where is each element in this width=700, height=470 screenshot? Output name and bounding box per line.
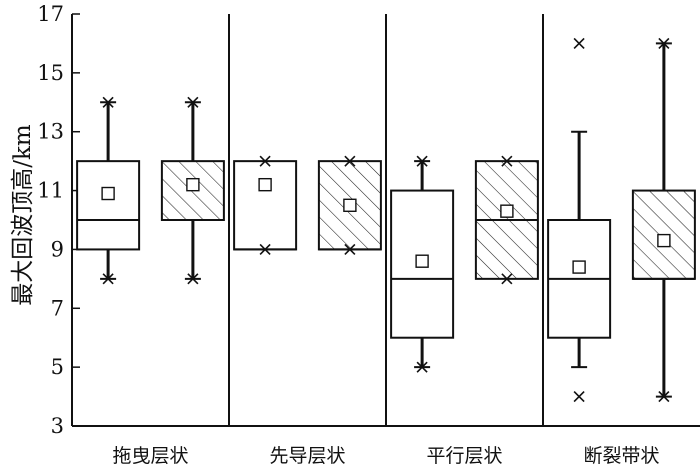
mean-marker [500, 204, 514, 218]
mean-marker [343, 198, 357, 212]
extreme-marker-stroke [501, 273, 513, 285]
y-tick-label: 13 [37, 120, 64, 144]
y-tick-label: 7 [51, 296, 64, 320]
extreme-marker-stroke [344, 243, 356, 255]
category-label: 断裂带状 [583, 445, 659, 467]
y-tick-label: 5 [51, 355, 64, 379]
extreme-marker-stroke [259, 155, 271, 167]
extreme-marker-stroke [344, 155, 356, 167]
extreme-marker-stroke [416, 155, 428, 167]
extreme-marker-stroke [259, 243, 271, 255]
box-item [547, 37, 612, 403]
extreme-marker-stroke [573, 37, 585, 49]
extreme-marker-stroke [658, 37, 670, 49]
y-tick-label: 11 [37, 179, 64, 203]
extreme-marker-stroke [416, 361, 428, 373]
extreme-marker-stroke [102, 96, 114, 108]
y-tick-label: 17 [37, 2, 64, 26]
extreme-marker-stroke [573, 391, 585, 403]
extreme-marker-stroke [187, 273, 199, 285]
box-item [76, 96, 141, 285]
mean-marker [415, 254, 429, 268]
mean-marker [572, 260, 586, 274]
mean-marker [258, 177, 272, 192]
extreme-marker-stroke [187, 96, 199, 108]
box-item [474, 155, 539, 285]
box-body [233, 160, 298, 251]
extreme-marker-stroke [658, 391, 670, 403]
category-label: 先导层状 [269, 445, 345, 467]
category-label: 平行层状 [426, 445, 502, 467]
mean-marker [186, 177, 200, 192]
mean-marker [657, 233, 671, 248]
extreme-marker-stroke [501, 155, 513, 167]
y-tick-label: 9 [51, 237, 64, 261]
box-body [76, 160, 141, 251]
box-item [631, 37, 696, 403]
box-item [390, 155, 455, 373]
mean-marker [101, 186, 115, 201]
y-tick-label: 15 [37, 61, 64, 85]
category-label: 拖曳层状 [112, 445, 188, 467]
box-item [233, 155, 298, 255]
box-item [317, 155, 382, 255]
extreme-marker-stroke [102, 273, 114, 285]
box-item [160, 96, 225, 285]
y-tick-label: 3 [51, 414, 64, 438]
